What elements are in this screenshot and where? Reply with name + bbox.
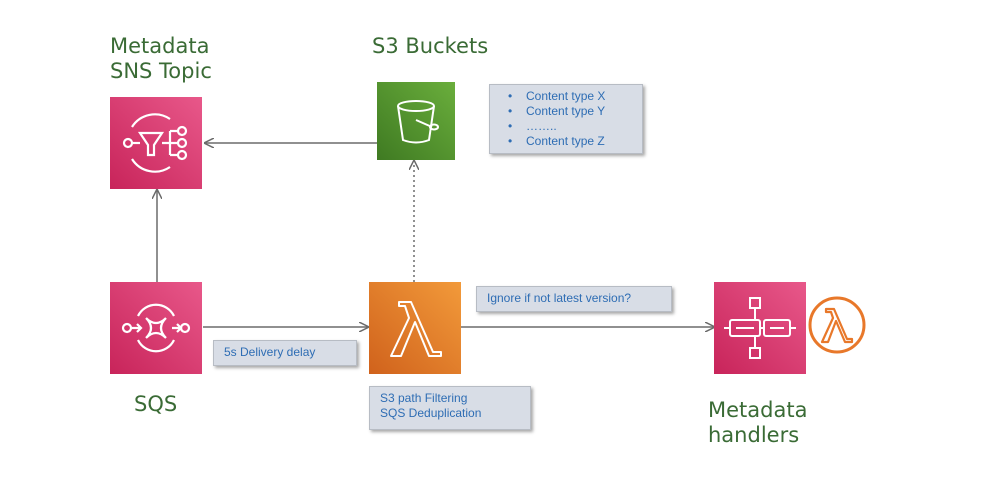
sns-title: Metadata SNS Topic [110,34,212,84]
step-functions-icon[interactable] [714,282,806,374]
ignore-version-note: Ignore if not latest version? [476,286,672,312]
lambda-icon[interactable] [369,282,461,374]
list-item: Content type Z [508,134,636,149]
delivery-delay-note: 5s Delivery delay [213,340,357,366]
lambda-feature-line: S3 path Filtering [380,391,468,405]
lambda-features-note: S3 path Filtering SQS Deduplication [369,386,531,430]
handlers-title: Metadata handlers [708,398,807,448]
content-types-list: Content type X Content type Y …….. Conte… [504,89,636,149]
list-item: Content type X [508,89,636,104]
s3-title: S3 Buckets [372,34,489,58]
content-types-note: Content type X Content type Y …….. Conte… [489,84,643,154]
lambda-outline-icon [808,296,866,354]
sns-title-line2: SNS Topic [110,59,212,83]
handlers-title-line1: Metadata [708,398,808,422]
lambda-feature-line: SQS Deduplication [380,406,482,420]
sqs-title: SQS [134,392,178,416]
sns-topic-icon[interactable] [110,97,202,189]
list-item: Content type Y [508,104,636,119]
sqs-queue-icon[interactable] [110,282,202,374]
s3-bucket-icon[interactable] [377,82,455,160]
list-item: …….. [508,119,636,134]
handlers-title-line2: handlers [708,423,800,447]
sns-title-line1: Metadata [110,34,210,58]
